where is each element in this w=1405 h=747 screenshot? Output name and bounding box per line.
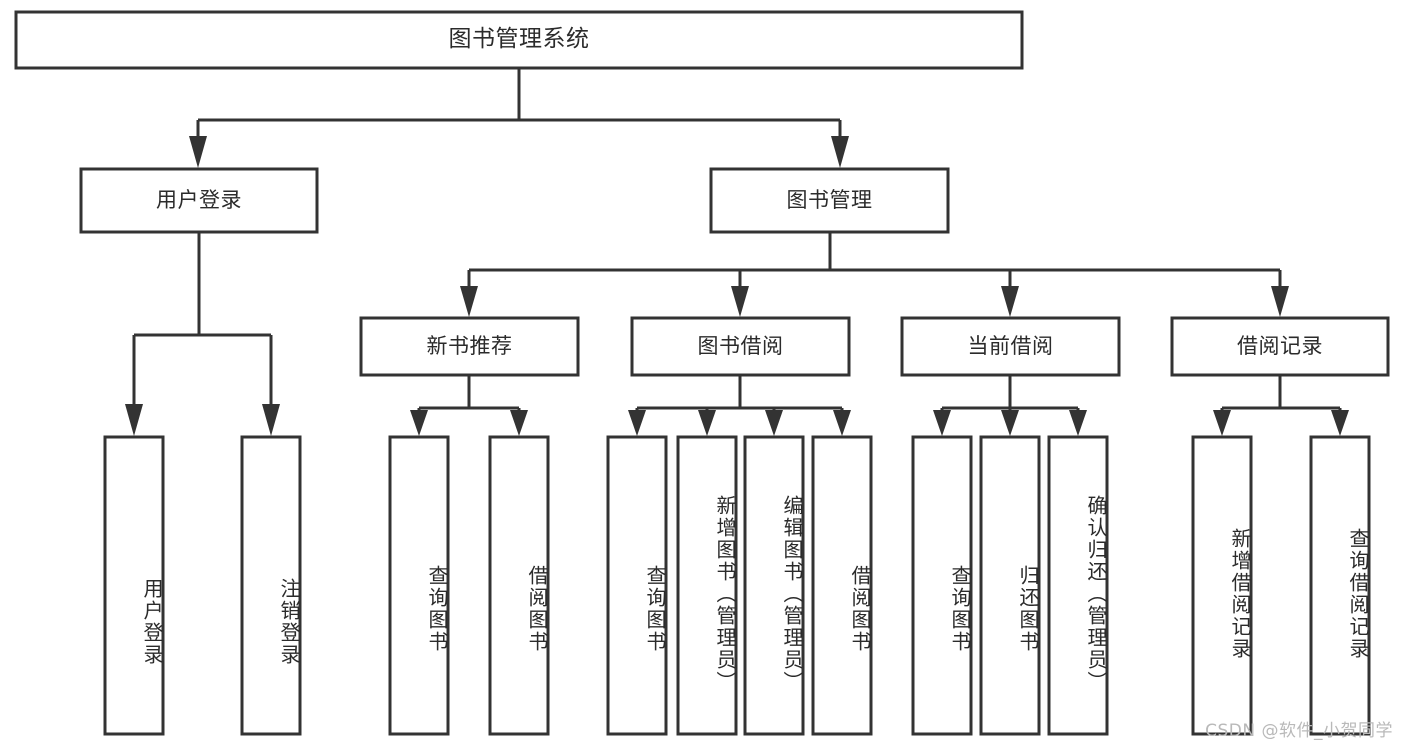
arrow-head-icon [831, 136, 849, 168]
node-box-leaf-book-borrow-3[interactable] [811, 435, 873, 736]
watermark: CSDN @软件_小贺同学 [1205, 721, 1393, 741]
connector-userlogin-to-leaves [125, 232, 280, 436]
arrow-head-icon [833, 410, 851, 436]
arrow-head-icon [410, 410, 428, 436]
arrow-head-icon [765, 410, 783, 436]
arrow-head-icon [1001, 410, 1019, 436]
node-box-leaf-borrow-record-0[interactable] [1191, 435, 1253, 736]
arrow-head-icon [933, 410, 951, 436]
arrow-head-icon [1001, 286, 1019, 317]
node-box-book-management[interactable] [709, 167, 950, 234]
arrow-head-icon [731, 286, 749, 317]
connector-currentborrow-to-leaves [933, 375, 1087, 436]
node-box-current-borrow[interactable] [900, 316, 1121, 377]
arrow-head-icon [628, 410, 646, 436]
connector-bookborrow-to-leaves [628, 375, 851, 436]
arrow-head-icon [1271, 286, 1289, 317]
node-box-book-borrow[interactable] [630, 316, 851, 377]
connector-root-to-level2 [189, 68, 849, 168]
arrow-head-icon [125, 404, 143, 436]
arrow-head-icon [1213, 410, 1231, 436]
arrow-head-icon [698, 410, 716, 436]
node-box-leaf-new-book-1[interactable] [488, 435, 550, 736]
arrow-head-icon [1069, 410, 1087, 436]
arrow-head-icon [262, 404, 280, 436]
connector-borrowrecord-to-leaves [1213, 375, 1349, 436]
node-box-leaf-user-login-0[interactable] [103, 435, 165, 736]
node-box-leaf-current-borrow-0[interactable] [911, 435, 973, 736]
arrow-head-icon [1331, 410, 1349, 436]
node-box-leaf-new-book-0[interactable] [388, 435, 450, 736]
node-box-leaf-book-borrow-2[interactable] [743, 435, 805, 736]
node-box-leaf-current-borrow-2[interactable] [1047, 435, 1109, 736]
connector-bookmgmt-to-level3 [460, 232, 1289, 317]
node-box-leaf-book-borrow-1[interactable] [676, 435, 738, 736]
node-box-root[interactable] [14, 10, 1024, 70]
node-box-leaf-borrow-record-1[interactable] [1309, 435, 1371, 736]
arrow-head-icon [189, 136, 207, 168]
node-box-leaf-user-login-1[interactable] [240, 435, 302, 736]
node-box-leaf-book-borrow-0[interactable] [606, 435, 668, 736]
node-box-user-login[interactable] [79, 167, 319, 234]
node-box-new-book-recommend[interactable] [359, 316, 580, 377]
node-box-leaf-current-borrow-1[interactable] [979, 435, 1041, 736]
arrow-head-icon [510, 410, 528, 436]
arrow-head-icon [460, 286, 478, 317]
connector-newbook-to-leaves [410, 375, 528, 436]
node-box-borrow-record[interactable] [1170, 316, 1390, 377]
